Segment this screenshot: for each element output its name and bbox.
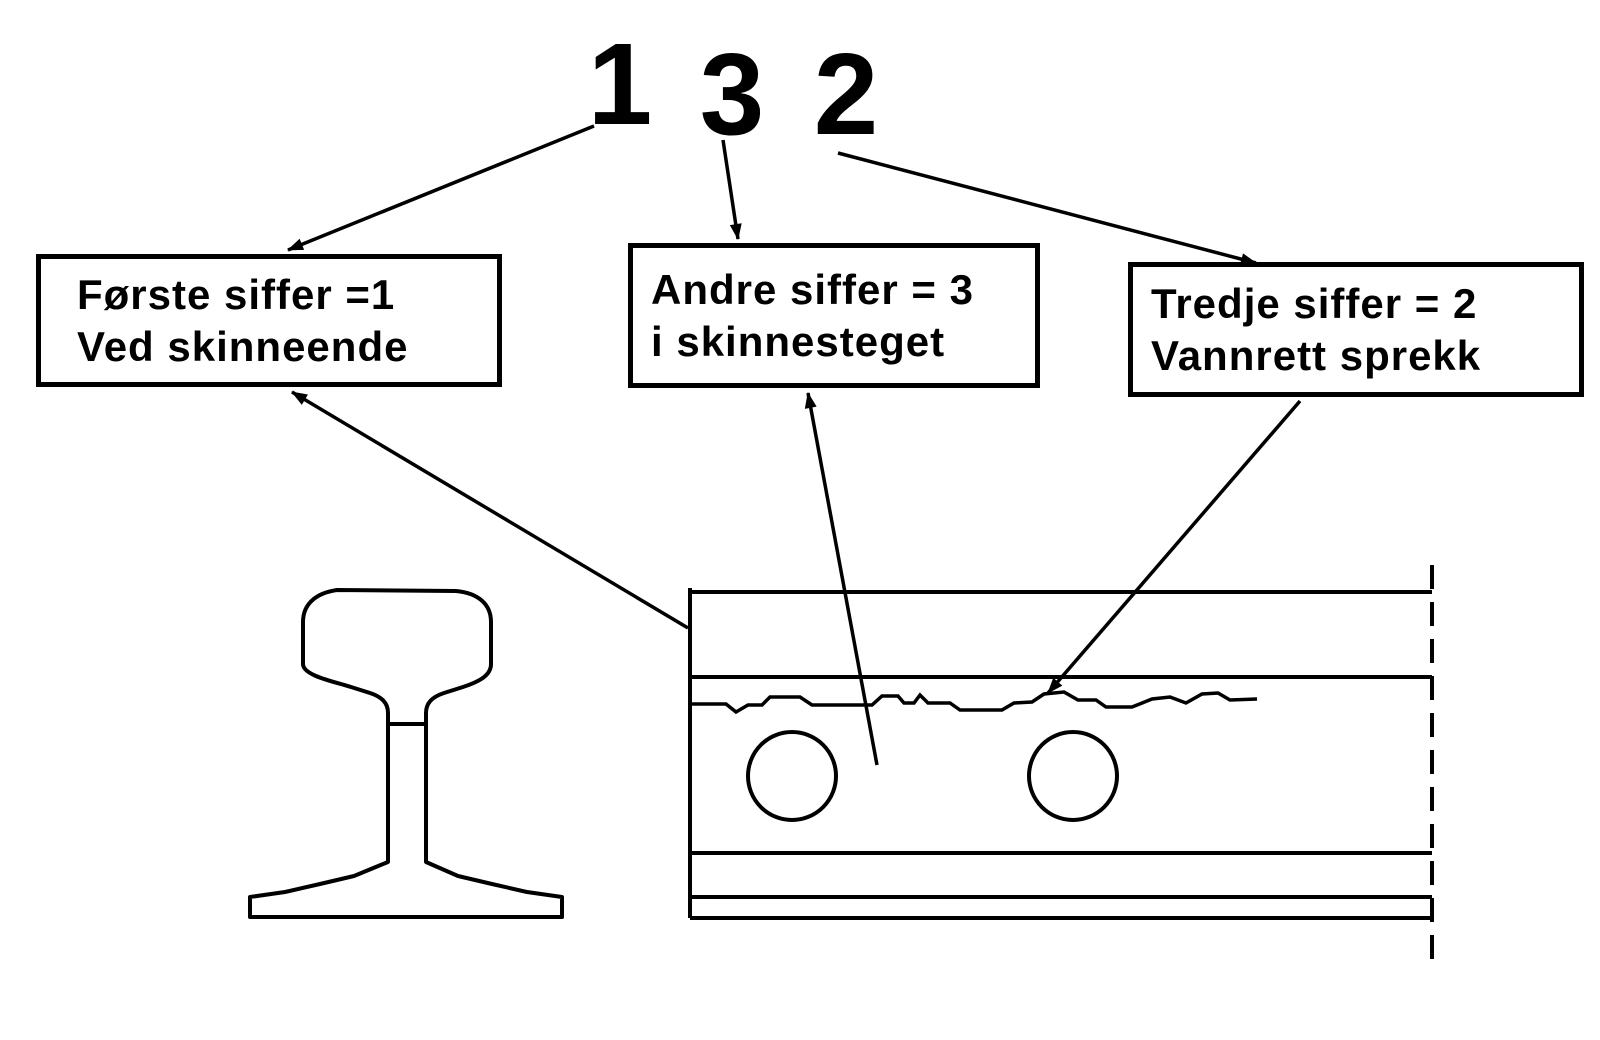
callout-second-digit-line2: i skinnesteget	[651, 317, 946, 365]
callout-third-digit-line2: Vannrett sprekk	[1151, 331, 1482, 379]
callout-first-digit-line1: Første siffer =1	[77, 271, 396, 319]
rail-side-view	[688, 565, 1434, 962]
callout-first-digit-line2: Ved skinneende	[77, 322, 409, 370]
callout-first-digit: Første siffer =1 Ved skinneende	[36, 254, 502, 387]
code-digit-second: 3	[699, 29, 765, 159]
leader-digit1-to-callout1	[287, 124, 595, 252]
leader-web-to-callout2	[804, 392, 879, 766]
bolt-hole-left	[746, 730, 838, 822]
horizontal-crack-line	[690, 690, 1258, 715]
callout-second-digit: Andre siffer = 3 i skinnesteget	[628, 243, 1040, 388]
rail-cross-section	[248, 588, 564, 919]
leader-digit2-to-callout3	[837, 151, 1257, 265]
leader-railend-to-callout1	[291, 390, 689, 630]
digit-leader-lines	[287, 124, 1257, 265]
callout-third-digit-line1: Tredje siffer = 2	[1151, 280, 1478, 328]
callout-second-digit-line1: Andre siffer = 3	[651, 266, 974, 314]
code-digit-third: 2	[813, 29, 879, 159]
leader-callout3-to-crack	[1046, 399, 1302, 695]
callout-leader-lines	[291, 390, 1302, 766]
code-digit-first: 1	[587, 19, 653, 149]
bolt-hole-right	[1027, 730, 1119, 822]
rail-profile-outline	[248, 588, 564, 919]
callout-third-digit: Tredje siffer = 2 Vannrett sprekk	[1128, 262, 1584, 397]
leader-digit3-to-callout2	[721, 139, 742, 240]
